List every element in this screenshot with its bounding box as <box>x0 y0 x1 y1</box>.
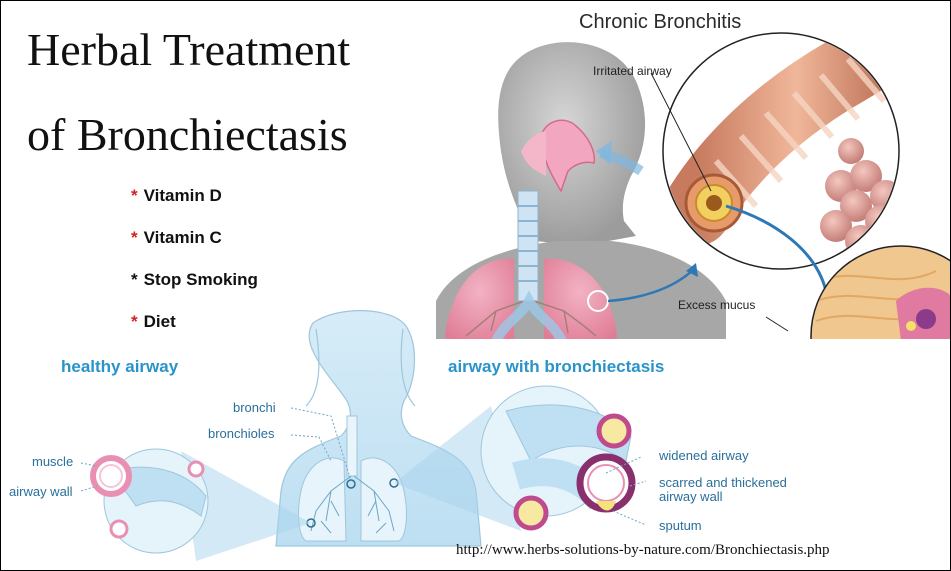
treatment-item-vitamin-d: * Vitamin D <box>131 186 222 206</box>
bullet-star: * <box>131 186 138 205</box>
healthy-zoom-cone <box>181 451 311 561</box>
treatment-item-stop-smoking: * Stop Smoking <box>131 270 258 290</box>
scarred-wall-leader <box>629 480 647 487</box>
treatment-label: Vitamin D <box>143 186 222 205</box>
healthy-airway-heading: healthy airway <box>61 357 179 376</box>
airway-wall-leader <box>80 485 98 492</box>
treatment-item-vitamin-c: * Vitamin C <box>131 228 222 248</box>
sputum-leader <box>612 510 647 526</box>
bullet-star: * <box>131 312 138 331</box>
body-left-lung <box>298 457 347 542</box>
trachea <box>517 190 539 302</box>
main-bronchi <box>491 290 567 341</box>
bronchi-marker <box>346 479 356 489</box>
airway-wall-label: airway wall <box>9 484 73 499</box>
irritated-airway-label: Irritated airway <box>593 64 672 78</box>
widened-airway-label: widened airway <box>659 448 749 463</box>
airflow-arrowhead <box>596 141 612 165</box>
bronchiectasis-heading: airway with bronchiectasis <box>448 357 665 376</box>
panel-separator <box>1 339 950 341</box>
bronchioles-leader <box>290 434 332 462</box>
body-trachea <box>346 415 358 477</box>
mouth-area <box>521 131 546 176</box>
excess-mucus-label: Excess mucus <box>678 298 756 312</box>
scarred-wall-label-line-2: airway wall <box>659 489 723 504</box>
treatment-label: Diet <box>143 312 176 331</box>
sputum-label: sputum <box>659 518 702 533</box>
bronchiectasis-illustration <box>80 310 647 561</box>
muscle-label: muscle <box>32 454 74 469</box>
left-lung <box>445 258 514 341</box>
treatment-label: Vitamin C <box>143 228 222 247</box>
sputum-blob <box>596 501 616 511</box>
bronchial-tree <box>465 300 597 337</box>
title-line-2: of Bronchiectasis <box>27 109 348 160</box>
small-airway-ring-top <box>596 413 632 449</box>
bullet-star: * <box>131 270 138 289</box>
right-lung <box>544 258 617 341</box>
scarred-wall-label-line-1: scarred and thickened <box>659 475 787 490</box>
chronic-bronchitis-heading: Chronic Bronchitis <box>579 11 742 33</box>
zoom-arrow <box>607 268 695 303</box>
body-bronchial-tree <box>310 475 395 534</box>
bullet-star: * <box>131 228 138 247</box>
chronic-bronchitis-illustration <box>436 32 950 341</box>
muscle-leader <box>80 462 98 467</box>
mucus-arrow <box>725 204 828 292</box>
nasal-cavity <box>540 119 596 193</box>
zoom-arrowhead <box>686 263 698 277</box>
treatment-item-diet: * Diet <box>131 312 176 332</box>
bronchioles-label: bronchioles <box>208 426 275 441</box>
bronchi-leader <box>290 407 352 482</box>
small-airway-ring-bottom <box>513 495 549 531</box>
treatment-label: Stop Smoking <box>143 270 258 289</box>
title-line-1: Herbal Treatment <box>27 24 351 75</box>
bronchi-label: bronchi <box>233 400 276 415</box>
excess-mucus-leader <box>765 316 789 332</box>
widened-airway-leader <box>605 456 642 474</box>
irritated-airway-leader <box>650 72 712 192</box>
source-url-link[interactable]: http://www.herbs-solutions-by-nature.com… <box>456 542 830 558</box>
